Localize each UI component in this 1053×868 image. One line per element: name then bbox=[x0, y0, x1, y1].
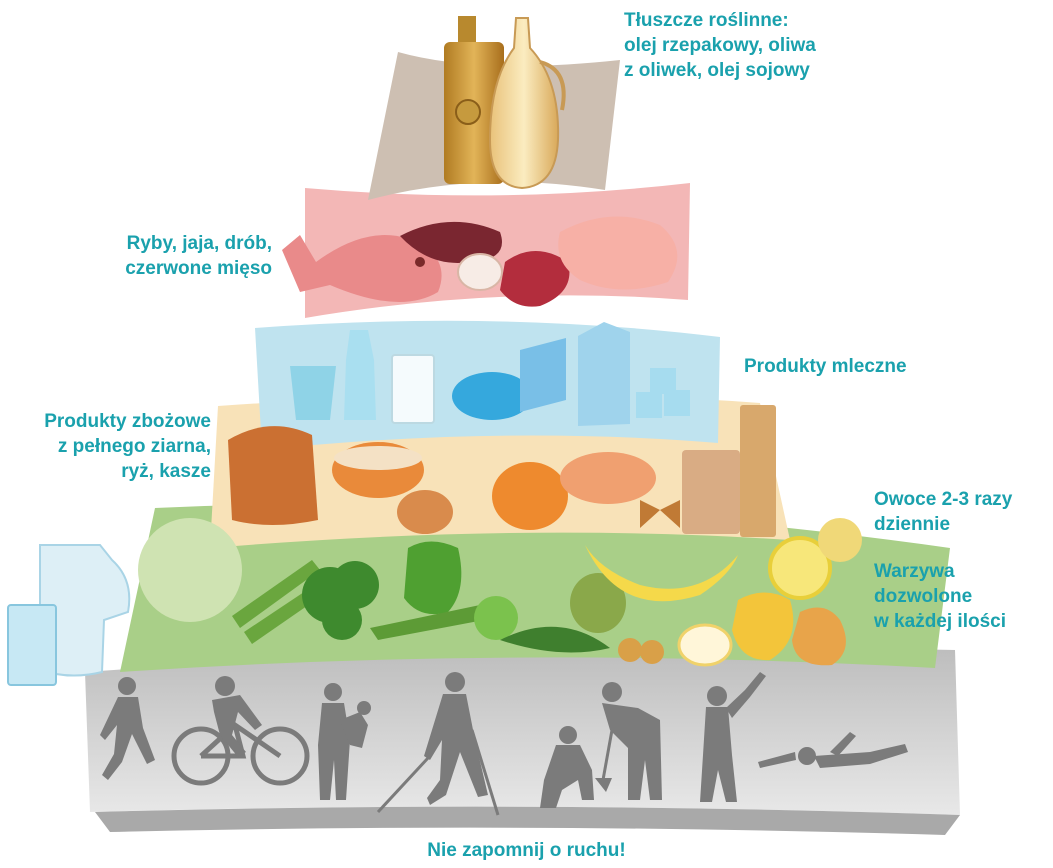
steak-icon bbox=[500, 251, 570, 307]
protein-label-line-2: czerwone mięso bbox=[125, 258, 272, 279]
fats-label: Tłuszcze roślinne: olej rzepakowy, oliwa… bbox=[624, 8, 816, 83]
movement-label: Nie zapomnij o ruchu! bbox=[427, 840, 626, 861]
chicken-icon bbox=[558, 216, 678, 290]
tofu-cubes-icon bbox=[636, 368, 690, 418]
vegetables-label-line-1: Warzywa bbox=[874, 561, 955, 582]
nordic-walker-icon bbox=[376, 672, 500, 816]
banana-icon bbox=[585, 545, 738, 602]
tomato-icon bbox=[474, 596, 518, 640]
grains-label-line-2: z pełnego ziarna, bbox=[57, 436, 211, 457]
fats-label-line-2: olej rzepakowy, oliwa bbox=[624, 35, 816, 56]
protein-label-line-1: Ryby, jaja, drób, bbox=[126, 233, 272, 254]
beans-icon bbox=[400, 221, 502, 263]
pasta-bag-icon bbox=[682, 450, 740, 534]
yogurt-bottle-icon bbox=[344, 330, 376, 420]
grain-bowl-icon bbox=[560, 452, 656, 504]
gardener-icon bbox=[540, 726, 594, 808]
protein-label: Ryby, jaja, drób, czerwone mięso bbox=[125, 231, 272, 281]
grains-label-line-1: Produkty zbożowe bbox=[44, 411, 211, 432]
oil-bottle-icon bbox=[444, 16, 504, 184]
milk-carton-icon bbox=[578, 322, 630, 426]
egg-icon bbox=[457, 253, 503, 291]
broccoli-icon bbox=[302, 561, 379, 640]
swimmer-icon bbox=[758, 732, 908, 768]
strawberry-icon bbox=[618, 638, 664, 664]
farfalle-icon bbox=[640, 500, 680, 528]
pear-icon bbox=[792, 607, 846, 666]
cabbage-icon bbox=[138, 518, 242, 622]
runner-icon bbox=[100, 677, 155, 780]
child-carrier-icon bbox=[318, 683, 371, 800]
arugula-icon bbox=[500, 626, 610, 653]
water-glass-icon bbox=[7, 604, 57, 686]
grains-label: Produkty zbożowe z pełnego ziarna, ryż, … bbox=[44, 409, 211, 484]
zucchini-icon bbox=[370, 605, 484, 640]
bread-loaf-icon bbox=[228, 426, 318, 525]
lemon-icon bbox=[768, 536, 832, 600]
cheese-wheel-icon bbox=[452, 372, 532, 420]
lentil-pot-icon bbox=[492, 462, 568, 530]
vegetables-label-line-3: w każdej ilości bbox=[874, 611, 1006, 632]
fish-icon bbox=[282, 235, 442, 302]
dairy-label: Produkty mleczne bbox=[744, 354, 907, 379]
grains-label-line-3: ryż, kasze bbox=[121, 461, 211, 482]
stretcher-icon bbox=[700, 672, 766, 802]
milk-glass-icon bbox=[391, 354, 435, 424]
fats-label-line-1: Tłuszcze roślinne: bbox=[624, 10, 789, 31]
shoveler-icon bbox=[595, 682, 662, 800]
bun-icon bbox=[397, 490, 453, 534]
apple-icon bbox=[732, 592, 794, 661]
vegetables-label-line-2: dozwolone bbox=[874, 586, 973, 607]
blue-cheese-icon bbox=[520, 338, 566, 412]
cyclist-icon bbox=[171, 676, 310, 786]
yogurt-cup-icon bbox=[290, 366, 336, 420]
pepper-icon bbox=[404, 541, 462, 615]
dairy-label-line-1: Produkty mleczne bbox=[744, 356, 907, 377]
fats-label-line-3: z oliwek, olej sojowy bbox=[624, 60, 810, 81]
spaghetti-pack-icon bbox=[740, 405, 776, 537]
fruits-label-line-2: dziennie bbox=[874, 514, 951, 535]
potato-icon bbox=[570, 573, 626, 633]
fruits-label: Owoce 2-3 razy dziennie bbox=[874, 487, 1012, 537]
activity-silhouettes bbox=[100, 672, 908, 816]
fruits-label-line-1: Owoce 2-3 razy bbox=[874, 489, 1013, 510]
apple-slice-icon bbox=[677, 623, 733, 667]
oil-jug-icon bbox=[488, 17, 566, 190]
vegetables-label: Warzywa dozwolone w każdej ilości bbox=[874, 559, 1006, 634]
